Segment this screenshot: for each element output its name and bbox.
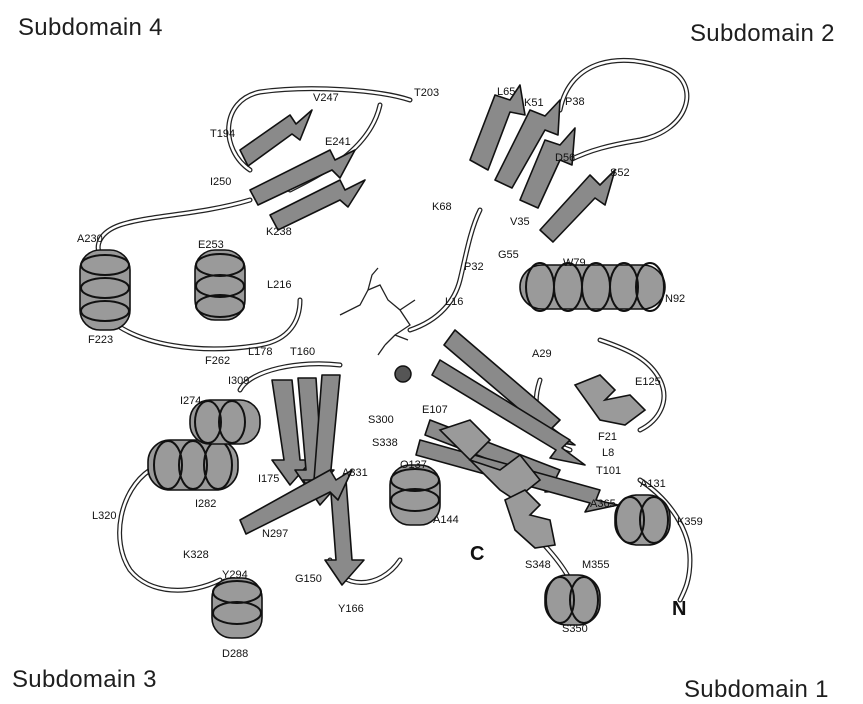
residue-label: A29 bbox=[532, 348, 552, 360]
residue-label: A131 bbox=[640, 478, 666, 490]
c-terminus-label: C bbox=[470, 543, 484, 565]
residue-label: L216 bbox=[267, 279, 291, 291]
residue-label: A230 bbox=[77, 233, 103, 245]
residue-label: K68 bbox=[432, 201, 452, 213]
residue-label: L65 bbox=[497, 86, 515, 98]
residue-label: K238 bbox=[266, 226, 292, 238]
residue-label: E241 bbox=[325, 136, 351, 148]
residue-label: W79 bbox=[563, 257, 586, 269]
residue-label: S300 bbox=[368, 414, 394, 426]
helix-w79 bbox=[520, 263, 665, 311]
residue-label: G150 bbox=[295, 573, 322, 585]
ligand bbox=[340, 268, 415, 355]
helix-i282 bbox=[148, 440, 238, 490]
residue-label: N92 bbox=[665, 293, 685, 305]
residue-label: Y166 bbox=[338, 603, 364, 615]
helix-s348 bbox=[505, 490, 555, 548]
residue-label: K51 bbox=[524, 97, 544, 109]
residue-label: A144 bbox=[433, 514, 459, 526]
residue-label: E107 bbox=[422, 404, 448, 416]
residue-label: Y294 bbox=[222, 569, 248, 581]
residue-label: D56 bbox=[555, 152, 575, 164]
residue-label: G55 bbox=[498, 249, 519, 261]
residue-label: L16 bbox=[445, 296, 463, 308]
helix-s350 bbox=[545, 575, 600, 625]
residue-label: T194 bbox=[210, 128, 235, 140]
residue-label: P38 bbox=[565, 96, 585, 108]
residue-label: A331 bbox=[342, 467, 368, 479]
residue-label: L320 bbox=[92, 510, 116, 522]
residue-label: A365 bbox=[590, 498, 616, 510]
residue-label: D288 bbox=[222, 648, 248, 660]
residue-label: I274 bbox=[180, 395, 201, 407]
residue-label: K328 bbox=[183, 549, 209, 561]
residue-label: E125 bbox=[635, 376, 661, 388]
helix-k359 bbox=[615, 495, 670, 545]
residue-label: F21 bbox=[598, 431, 617, 443]
residue-label: V35 bbox=[510, 216, 530, 228]
residue-label: E253 bbox=[198, 239, 224, 251]
residue-label: I282 bbox=[195, 498, 216, 510]
residue-label: T101 bbox=[596, 465, 621, 477]
residue-label: T160 bbox=[290, 346, 315, 358]
helix-e253 bbox=[195, 250, 245, 320]
residue-label: M355 bbox=[582, 559, 610, 571]
helix-a230 bbox=[80, 250, 130, 330]
metal-ion bbox=[395, 366, 411, 382]
coil-loops bbox=[98, 60, 690, 600]
residue-label: L178 bbox=[248, 346, 272, 358]
residue-label: S350 bbox=[562, 623, 588, 635]
residue-label: T203 bbox=[414, 87, 439, 99]
residue-label: F223 bbox=[88, 334, 113, 346]
residue-label: N297 bbox=[262, 528, 288, 540]
residue-label: K359 bbox=[677, 516, 703, 528]
n-terminus-label: N bbox=[672, 598, 686, 620]
residue-label: I175 bbox=[258, 473, 279, 485]
residue-label: I250 bbox=[210, 176, 231, 188]
residue-label: F262 bbox=[205, 355, 230, 367]
residue-label: L8 bbox=[602, 447, 614, 459]
residue-label: S338 bbox=[372, 437, 398, 449]
helix-y294 bbox=[212, 578, 262, 638]
residue-label: P32 bbox=[464, 261, 484, 273]
residue-label: S52 bbox=[610, 167, 630, 179]
residue-label: V247 bbox=[313, 92, 339, 104]
residue-label: I309 bbox=[228, 375, 249, 387]
residue-label: S348 bbox=[525, 559, 551, 571]
residue-label: O137 bbox=[400, 459, 427, 471]
